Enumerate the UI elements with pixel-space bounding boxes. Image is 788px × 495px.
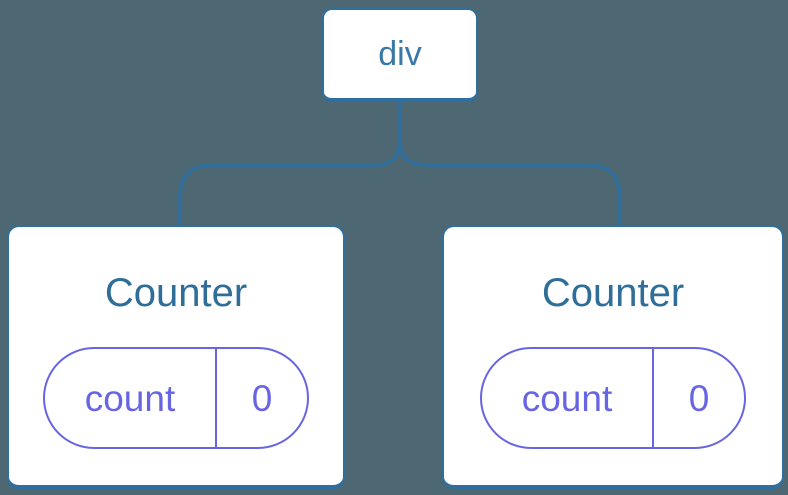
state-key-label: count xyxy=(521,377,613,419)
counter-node-left-title: Counter xyxy=(104,271,248,315)
state-key-cell: count xyxy=(482,349,654,447)
state-value: 0 xyxy=(251,377,273,419)
tree-node-div-label: div xyxy=(378,35,422,73)
state-value: 0 xyxy=(688,377,710,419)
tree-node-div: div xyxy=(322,8,478,102)
counter-node-right: Counter count 0 xyxy=(442,225,784,489)
state-pill-left: count 0 xyxy=(43,347,309,449)
counter-node-right-title: Counter xyxy=(541,271,685,315)
state-value-cell: 0 xyxy=(217,349,307,447)
counter-node-left: Counter count 0 xyxy=(7,225,345,489)
state-key-label: count xyxy=(84,377,176,419)
state-value-cell: 0 xyxy=(654,349,744,447)
state-pill-right: count 0 xyxy=(480,347,746,449)
state-key-cell: count xyxy=(45,349,217,447)
